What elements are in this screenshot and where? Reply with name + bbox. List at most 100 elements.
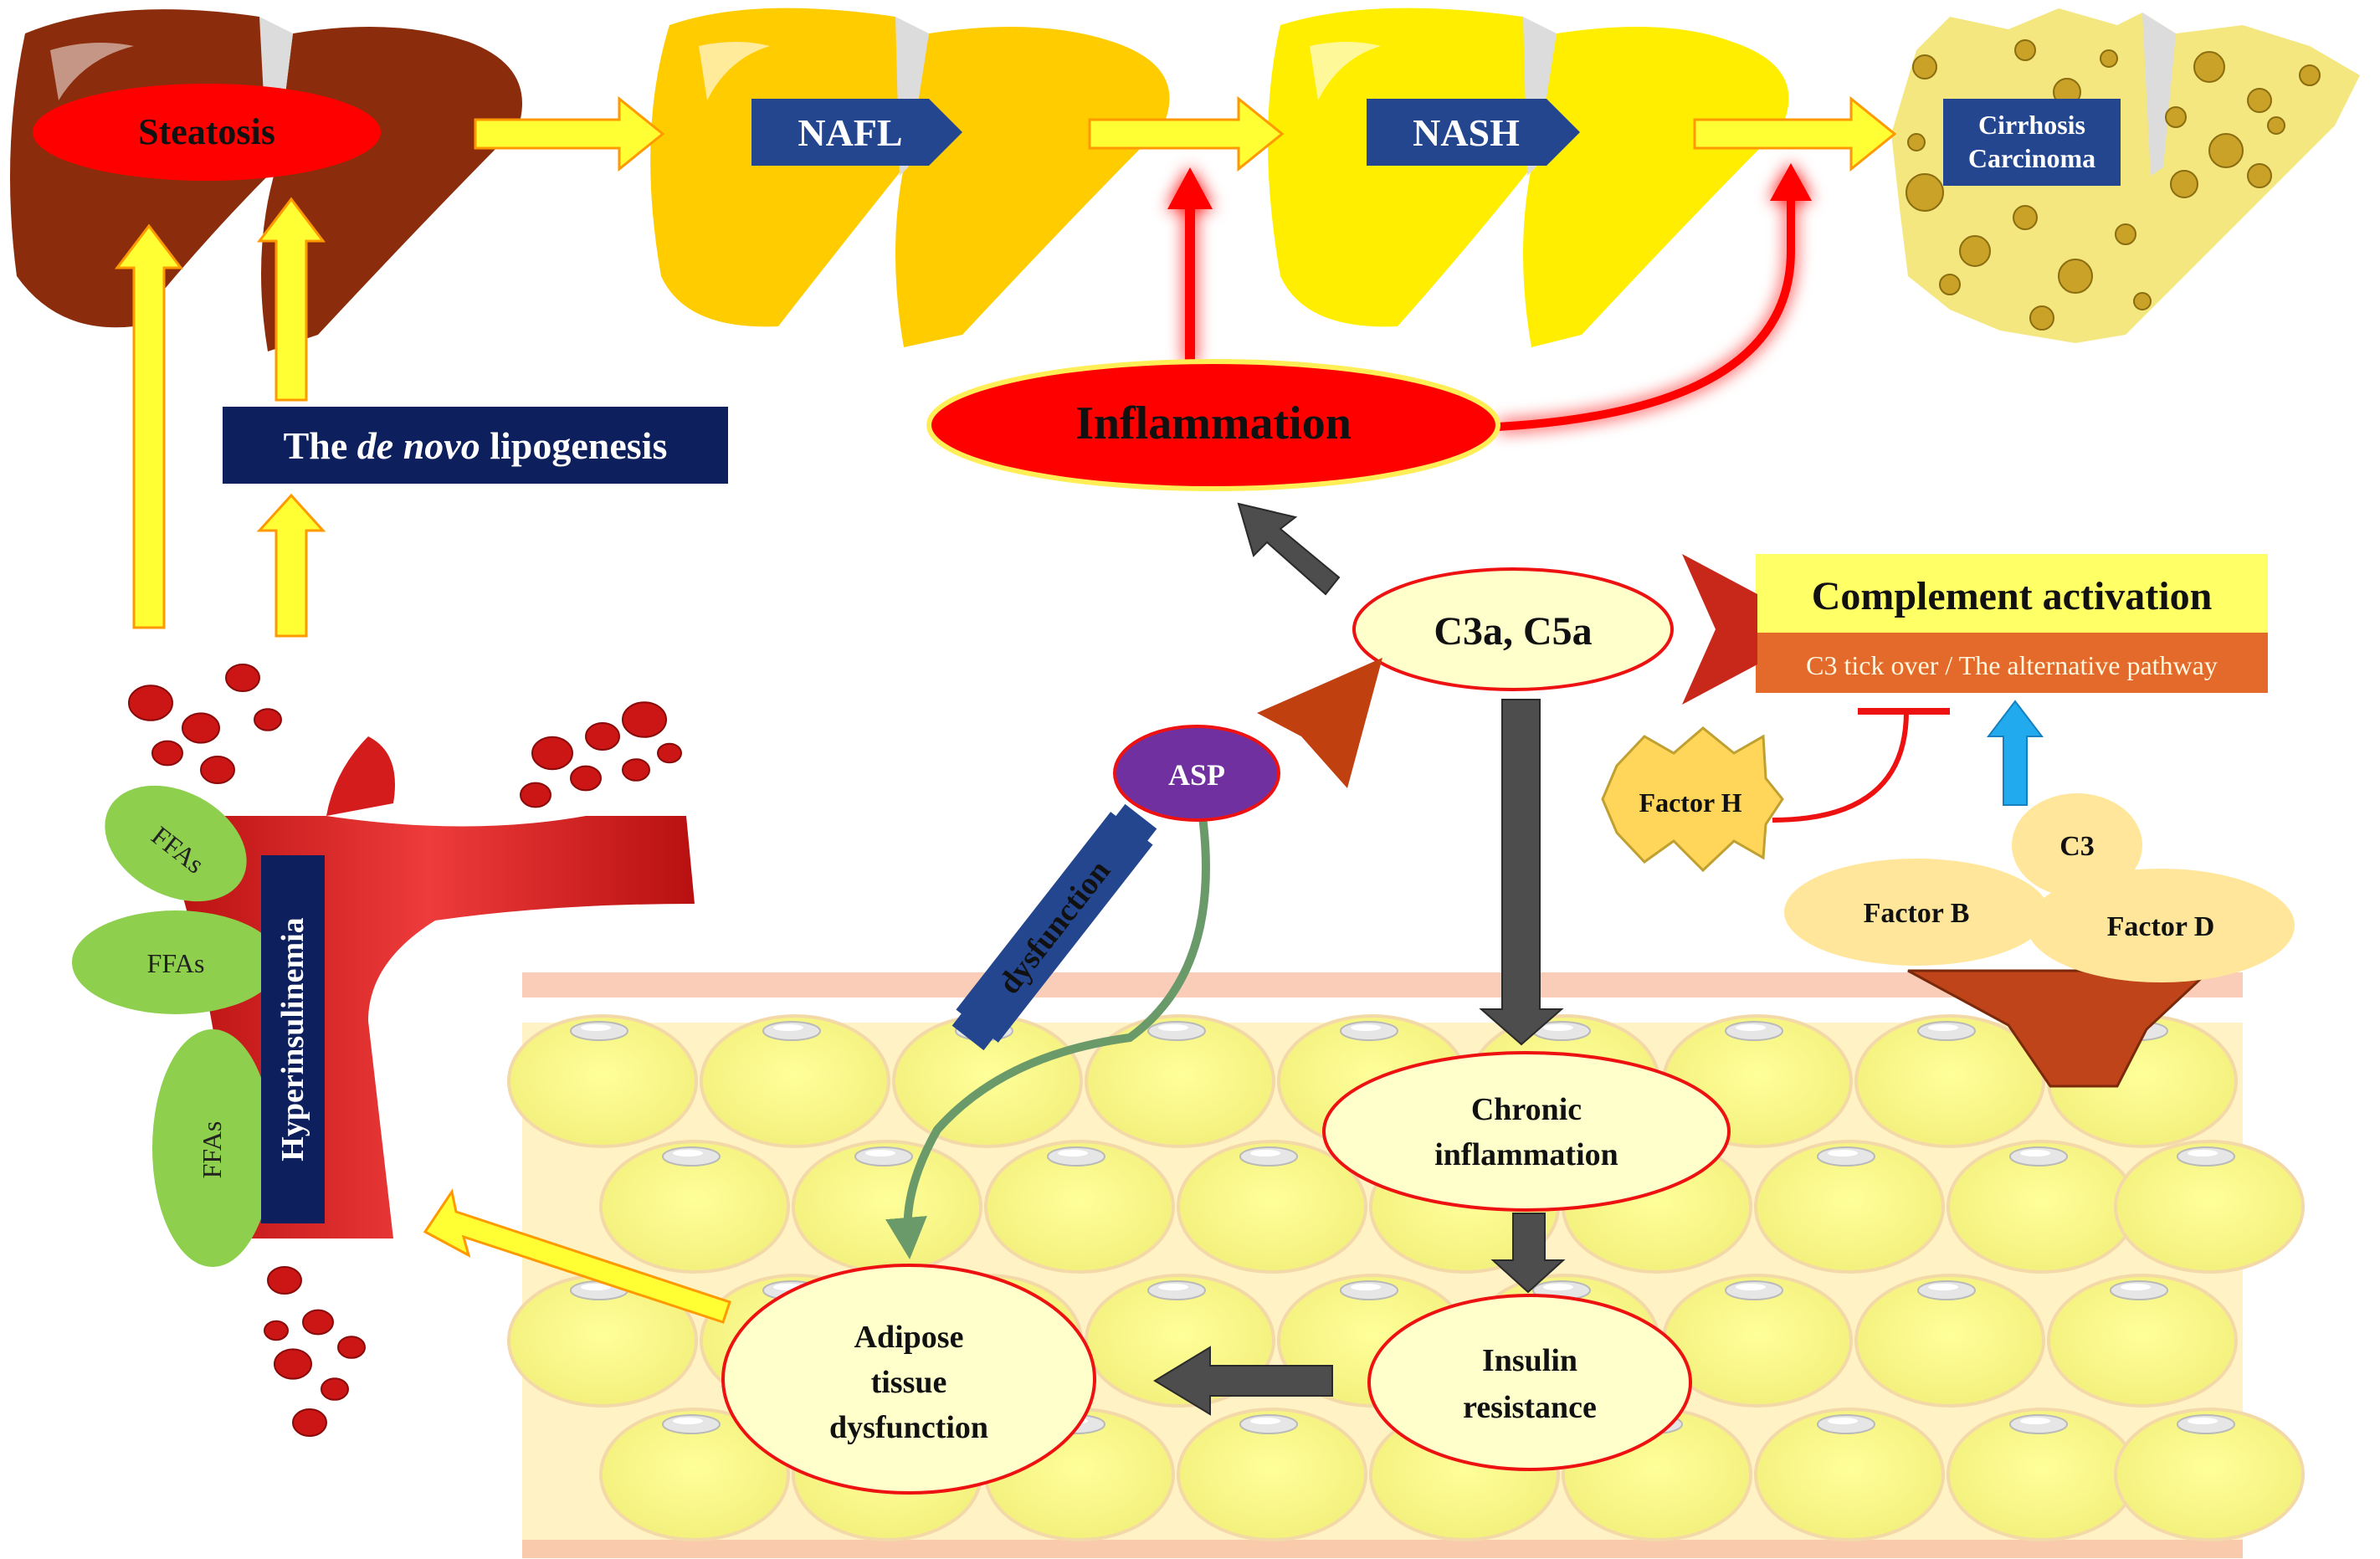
red-blood-cell xyxy=(520,782,551,808)
red-blood-cell xyxy=(531,736,573,771)
inflammation-ellipse xyxy=(926,359,1500,491)
chronic-label-line1: Chronic xyxy=(1471,1092,1582,1127)
factor-h-inhibition-line xyxy=(1772,710,1909,823)
cirrhosis-nodule xyxy=(2115,223,2136,245)
complement-title-box xyxy=(1756,554,2268,633)
c3-ellipse xyxy=(2012,793,2142,897)
cirrhosis-nodule xyxy=(1959,235,1991,267)
red-blood-cell xyxy=(267,1266,302,1295)
c3a-c5a-label: C3a, C5a xyxy=(1434,609,1592,654)
arrow-factors-to-complement xyxy=(1986,700,2044,806)
arrow-c3a-to-chronic xyxy=(1479,699,1564,1046)
ffa-label-2: FFAs xyxy=(147,948,205,978)
ffa-label-3: FFAs xyxy=(197,1121,227,1179)
red-blood-cell xyxy=(585,722,620,751)
chronic-label-line2: inflammation xyxy=(1434,1137,1618,1172)
arrow-ffa-up-to-liver xyxy=(114,223,184,629)
fat-cell xyxy=(1947,1140,2137,1274)
fat-cell xyxy=(1085,1014,1275,1148)
factor-d-label: Factor D xyxy=(2107,911,2215,942)
red-blood-cell xyxy=(264,1320,289,1341)
arrow-lipogenesis-to-liver xyxy=(256,197,326,402)
asp-to-adipose-curve xyxy=(885,816,1210,1259)
nash-label: NASH xyxy=(1413,111,1520,154)
fat-cell xyxy=(1177,1408,1367,1541)
dysfunction-tag: dysfunction xyxy=(951,803,1157,1051)
red-blood-cell xyxy=(570,765,602,792)
membrane-bottom xyxy=(522,1540,2243,1558)
lipogenesis-label: The de novo lipogenesis xyxy=(284,424,668,467)
factor-h-shape xyxy=(1601,726,1784,873)
red-blood-cell xyxy=(200,756,235,784)
lipogenesis-box xyxy=(223,407,728,484)
cirrhosis-nodule xyxy=(2100,49,2118,68)
fat-cell xyxy=(2114,1408,2305,1541)
red-blood-cell xyxy=(657,742,682,764)
c3-label: C3 xyxy=(2059,831,2095,862)
arrow-nafl-to-nash xyxy=(1088,95,1285,172)
ffa-ellipse-3 xyxy=(152,1029,273,1267)
cirrhosis-nodule xyxy=(2170,170,2198,198)
complement-subtitle: C3 tick over / The alternative pathway xyxy=(1806,650,2218,680)
ffa-ellipse-1 xyxy=(105,785,247,902)
fat-cell xyxy=(1754,1140,1945,1274)
nafl-label: NAFL xyxy=(798,111,902,154)
ffa-ellipse-2 xyxy=(72,910,280,1014)
asp-label: ASP xyxy=(1168,758,1225,792)
arrow-steatosis-to-nafl xyxy=(474,95,665,172)
fat-cell xyxy=(599,1140,790,1274)
red-blood-cell xyxy=(622,758,650,782)
cirrhosis-nodule xyxy=(1907,133,1926,151)
cirrhosis-nodule xyxy=(2165,106,2187,128)
cirrhosis-nodule xyxy=(2247,163,2272,188)
adipose-label-line1: Adipose xyxy=(854,1320,964,1355)
asp-receptor-shape xyxy=(1257,658,1382,788)
liver-steatosis xyxy=(10,9,522,351)
cirrhosis-nodule xyxy=(2208,133,2244,168)
red-blood-cell xyxy=(182,712,220,744)
adipose-dysfunction-ellipse xyxy=(721,1264,1096,1495)
red-blood-cell xyxy=(321,1377,349,1401)
arrow-c3a-to-inflammation xyxy=(1237,502,1341,596)
fat-cell xyxy=(1947,1408,2137,1541)
insulin-resistance-ellipse xyxy=(1367,1294,1692,1471)
cirrhosis-nodule xyxy=(2029,305,2054,331)
red-blood-cell xyxy=(622,701,667,738)
fat-cell xyxy=(700,1014,890,1148)
adipose-label-line3: dysfunction xyxy=(829,1410,988,1445)
hyperinsulinemia-label: Hyperinsulinemia xyxy=(275,917,310,1161)
liver-nash xyxy=(1268,8,1789,347)
insulin-label-line1: Insulin xyxy=(1482,1343,1577,1378)
arrow-chronic-to-insulin xyxy=(1490,1213,1566,1294)
liver-nafl xyxy=(650,8,1170,347)
red-blood-cells xyxy=(128,664,682,1437)
cirrhosis-nodule xyxy=(2193,51,2225,83)
arrow-adipose-to-vessel xyxy=(423,1188,731,1324)
nafl-tag xyxy=(751,99,962,166)
cirrhosis-label: Cirrhosis xyxy=(1978,110,2085,140)
complement-receptor-shape xyxy=(1682,554,1757,705)
inflammation-glow xyxy=(1167,163,1812,431)
red-blood-cell xyxy=(151,740,183,767)
fat-cell xyxy=(1754,1408,1945,1541)
factor-b-label: Factor B xyxy=(1864,898,1970,929)
nash-tag xyxy=(1367,99,1580,166)
insulin-label-line2: resistance xyxy=(1463,1390,1597,1425)
red-blood-cell xyxy=(225,664,260,692)
fat-cell xyxy=(1854,1274,2045,1408)
red-blood-cell xyxy=(254,708,282,731)
fat-cell xyxy=(2114,1140,2305,1274)
progression-arrows xyxy=(114,95,1897,1324)
red-blood-cell xyxy=(274,1348,312,1380)
factor-h-label: Factor H xyxy=(1639,787,1742,818)
cirrhosis-nodule xyxy=(1939,274,1961,295)
fat-cell xyxy=(507,1014,698,1148)
inflammation-label: Inflammation xyxy=(1075,397,1352,449)
cirrhosis-nodule xyxy=(2014,39,2036,61)
cirrhosis-nodule xyxy=(2133,292,2152,310)
carcinoma-label: Carcinoma xyxy=(1968,143,2095,173)
red-blood-cell xyxy=(292,1408,327,1437)
cirrhosis-nodule xyxy=(2058,259,2093,294)
cirrhosis-nodule xyxy=(1912,54,1937,79)
